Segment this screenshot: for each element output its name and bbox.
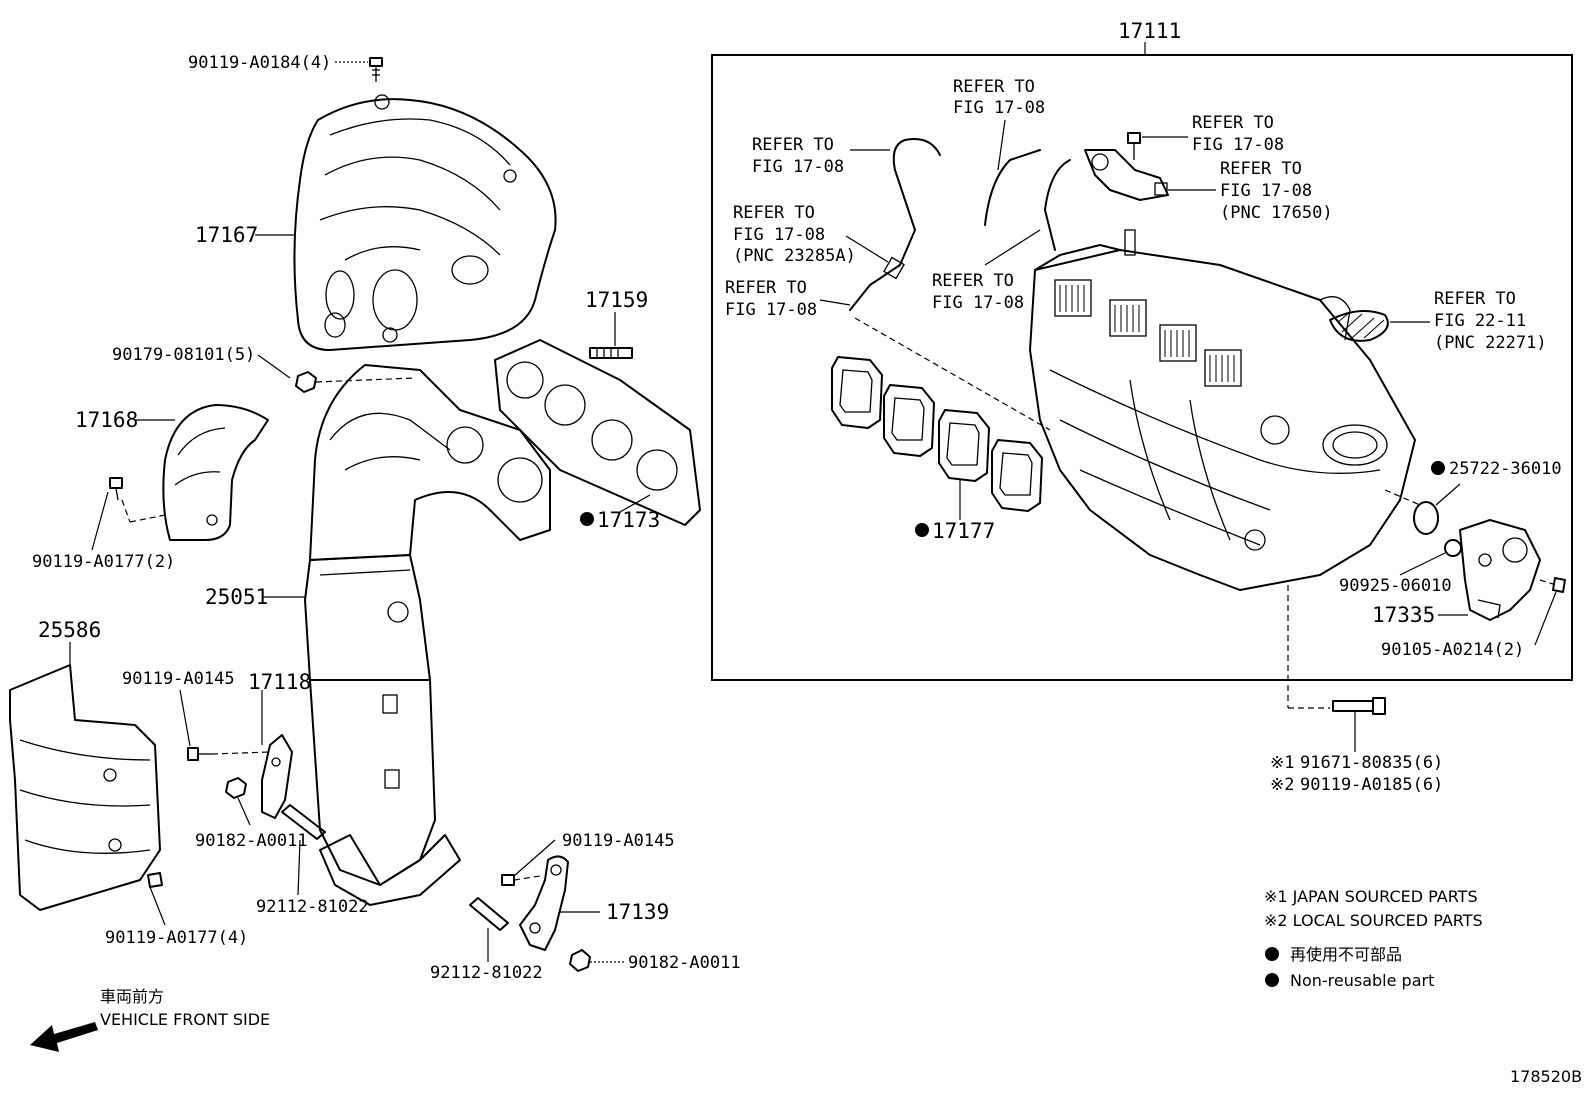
label-92112-81022-a: 92112-81022 [256, 897, 369, 917]
o-ring [1413, 501, 1439, 535]
bracket-17139 [519, 855, 569, 951]
legend-japan-sourced: ※1 JAPAN SOURCED PARTS [1264, 887, 1478, 906]
exhaust-manifold-gasket-17173 [494, 339, 701, 526]
label-90119-A0177-2: 90119-A0177(2) [32, 552, 175, 572]
refer-6-line2: FIG 17-08 [1192, 135, 1284, 155]
refer-4-line2: FIG 17-08 [725, 300, 817, 320]
label-17118: 17118 [248, 670, 311, 694]
refer-8-line3: (PNC 22271) [1434, 333, 1547, 353]
label-90119-A0185-6: 90119-A0185(6) [1300, 775, 1443, 795]
non-reusable-marker [580, 512, 594, 526]
throttle-body-gasket [1329, 310, 1389, 342]
bolt-icon [1552, 577, 1566, 593]
label-17168: 17168 [75, 408, 138, 432]
vsv-bracket [1084, 132, 1169, 201]
bolt-icon [147, 872, 163, 888]
label-17167: 17167 [195, 223, 258, 247]
refer-6-line1: REFER TO [1192, 113, 1274, 133]
label-17111: 17111 [1118, 19, 1181, 43]
nut-icon [225, 777, 247, 799]
intake-manifold-frame [711, 54, 1573, 681]
bolt-icon [109, 477, 123, 501]
label-90119-A0184-4: 90119-A0184(4) [188, 53, 331, 73]
refer-1-line2: FIG 17-08 [752, 157, 844, 177]
exhaust-manifold-25051 [304, 364, 551, 906]
direction-en: VEHICLE FRONT SIDE [100, 1010, 270, 1029]
non-reusable-bullet-icon [1265, 947, 1279, 961]
non-reusable-marker [915, 523, 929, 537]
label-90105-A0214-2: 90105-A0214(2) [1381, 640, 1524, 660]
refer-8-line2: FIG 22-11 [1434, 311, 1526, 331]
direction-jp: 車両前方 [100, 987, 164, 1006]
label-92112-81022-b: 92112-81022 [430, 963, 543, 983]
label-90925-06010: 90925-06010 [1339, 576, 1452, 596]
intake-manifold-17111 [1029, 229, 1416, 591]
stud-bolt-icon [469, 897, 509, 931]
bracket-17118 [261, 734, 293, 819]
label-90182-A0011-a: 90182-A0011 [195, 831, 308, 851]
refer-5-line2: FIG 17-08 [932, 293, 1024, 313]
nut-icon [569, 949, 591, 972]
refer-3-line2: FIG 17-08 [733, 225, 825, 245]
refer-4-line1: REFER TO [725, 278, 807, 298]
label-90179-08101-5: 90179-08101(5) [112, 345, 255, 365]
refer-7-line3: (PNC 17650) [1220, 203, 1333, 223]
heat-insulator-17167 [293, 94, 557, 351]
legend-local-sourced: ※2 LOCAL SOURCED PARTS [1264, 911, 1483, 930]
label-90119-A0145-a: 90119-A0145 [122, 669, 235, 689]
label-17173: 17173 [597, 508, 660, 532]
stud-bolt-icon [281, 804, 326, 840]
vacuum-hose [849, 138, 1071, 311]
label-90119-A0177-4: 90119-A0177(4) [105, 928, 248, 948]
non-reusable-bullet-icon [1265, 973, 1279, 987]
label-25051: 25051 [205, 585, 268, 609]
label-17177: 17177 [932, 519, 995, 543]
intake-manifold-gasket-17177 [831, 356, 1043, 512]
mark-2: ※2 [1270, 775, 1294, 795]
label-25586: 25586 [38, 618, 101, 642]
refer-3-line3: (PNC 23285A) [733, 246, 856, 266]
mark-1: ※1 [1270, 753, 1294, 773]
label-90119-A0145-b: 90119-A0145 [562, 831, 675, 851]
label-25722-36010: 25722-36010 [1449, 459, 1562, 479]
nut-icon [295, 371, 317, 393]
valve-assembly-17335 [1459, 519, 1541, 621]
bolt-icon [501, 874, 515, 886]
figure-id: 178520B [1510, 1067, 1582, 1086]
label-91671-80835-6: 91671-80835(6) [1300, 753, 1443, 773]
refer-7-line1: REFER TO [1220, 159, 1302, 179]
refer-8-line1: REFER TO [1434, 289, 1516, 309]
bolt-icon [369, 57, 383, 82]
refer-7-line2: FIG 17-08 [1220, 181, 1312, 201]
refer-5-line1: REFER TO [932, 271, 1014, 291]
stud-bolt-icon [589, 347, 633, 359]
heat-insulator-17168 [162, 404, 269, 541]
refer-1-line1: REFER TO [752, 135, 834, 155]
legend-nonreusable-en: Non-reusable part [1290, 971, 1434, 990]
bolt-icon [187, 747, 212, 761]
label-17159: 17159 [585, 288, 648, 312]
legend-nonreusable-jp: 再使用不可部品 [1290, 945, 1402, 964]
label-17139: 17139 [606, 900, 669, 924]
bolt-icon [1332, 697, 1386, 715]
vehicle-front-arrow-icon [30, 1022, 98, 1052]
refer-2-line2: FIG 17-08 [953, 98, 1045, 118]
refer-2-line1: REFER TO [953, 77, 1035, 97]
heat-insulator-25586 [9, 664, 161, 911]
non-reusable-marker [1431, 461, 1445, 475]
label-90182-A0011-b: 90182-A0011 [628, 953, 741, 973]
refer-3-line1: REFER TO [733, 203, 815, 223]
label-17335: 17335 [1372, 603, 1435, 627]
